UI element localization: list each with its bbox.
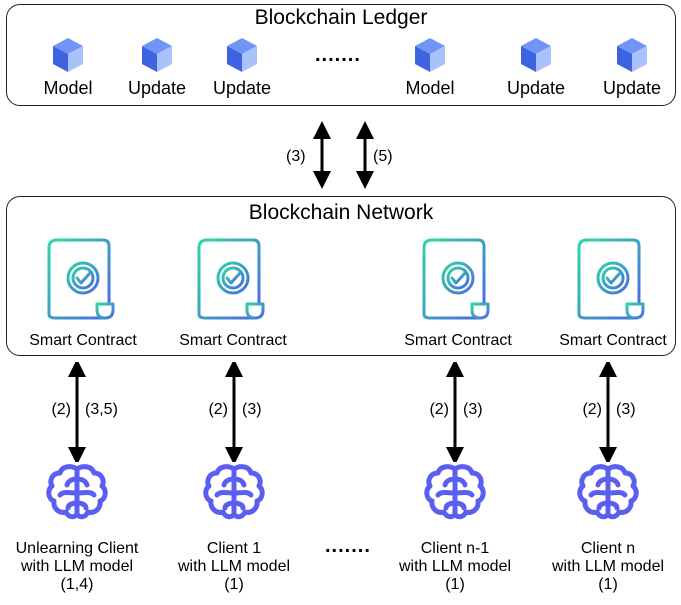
client-label-line1: Unlearning Client <box>15 540 139 557</box>
client-label-line1: Client n <box>580 540 636 557</box>
clients-ellipsis: ....... <box>325 535 371 557</box>
client-arrow <box>446 362 464 462</box>
cube-icon <box>413 36 447 79</box>
smart-contract-icon <box>573 232 653 327</box>
ledger-title: Blockchain Ledger <box>254 6 428 29</box>
smart-contract-icon <box>418 232 498 327</box>
blockchain-ledger-panel: Blockchain Ledger <box>6 4 676 106</box>
smart-contract-icon <box>193 232 273 327</box>
cube-icon <box>225 36 259 79</box>
client-step-left: (2) <box>582 401 602 418</box>
client-step-left: (2) <box>208 401 228 418</box>
client-step-left: (2) <box>429 401 449 418</box>
cube-icon <box>140 36 174 79</box>
client-label-line3: (1) <box>224 576 244 593</box>
client-step-right: (3) <box>616 401 636 418</box>
brain-icon <box>203 463 265 526</box>
client-label-line2: with LLM model <box>398 558 512 575</box>
client-label-line2: with LLM model <box>551 558 665 575</box>
client-label-line3: (1) <box>445 576 465 593</box>
brain-icon <box>46 463 108 526</box>
client-step-right: (3) <box>463 401 483 418</box>
client-arrow <box>225 362 243 462</box>
ledger-ellipsis: ....... <box>315 44 361 66</box>
client-label-line2: with LLM model <box>177 558 291 575</box>
smart-contract-label: Smart Contract <box>29 332 137 349</box>
smart-contract-label: Smart Contract <box>179 332 287 349</box>
ledger-item-label: Update <box>602 78 662 98</box>
blockchain-network-panel: Blockchain Network <box>6 196 676 356</box>
ledger-arrows <box>313 121 374 189</box>
client-arrow <box>599 362 617 462</box>
cube-icon <box>51 36 85 79</box>
client-step-right: (3,5) <box>85 401 118 418</box>
client-label-line3: (1) <box>598 576 618 593</box>
client-label-line1: Client n-1 <box>420 540 490 557</box>
ledger-item-label: Update <box>212 78 272 98</box>
cube-icon <box>615 36 649 79</box>
smart-contract-label: Smart Contract <box>404 332 512 349</box>
client-step-left: (2) <box>51 401 71 418</box>
client-label-line1: Client 1 <box>206 540 262 557</box>
ledger-item-label: Update <box>127 78 187 98</box>
brain-icon <box>577 463 639 526</box>
client-step-right: (3) <box>242 401 262 418</box>
client-label-line2: with LLM model <box>20 558 134 575</box>
cube-icon <box>519 36 553 79</box>
ledger-item-label: Update <box>506 78 566 98</box>
brain-icon <box>424 463 486 526</box>
smart-contract-label: Smart Contract <box>559 332 667 349</box>
ledger-item-label: Model <box>405 78 455 98</box>
ledger-item-label: Model <box>43 78 93 98</box>
client-arrow <box>68 362 86 462</box>
network-title: Blockchain Network <box>248 201 434 224</box>
smart-contract-icon <box>43 232 123 327</box>
client-label-line3: (1,4) <box>60 576 94 593</box>
ledger-link-label-3: (3) <box>286 148 306 165</box>
ledger-link-label-5: (5) <box>373 148 393 165</box>
